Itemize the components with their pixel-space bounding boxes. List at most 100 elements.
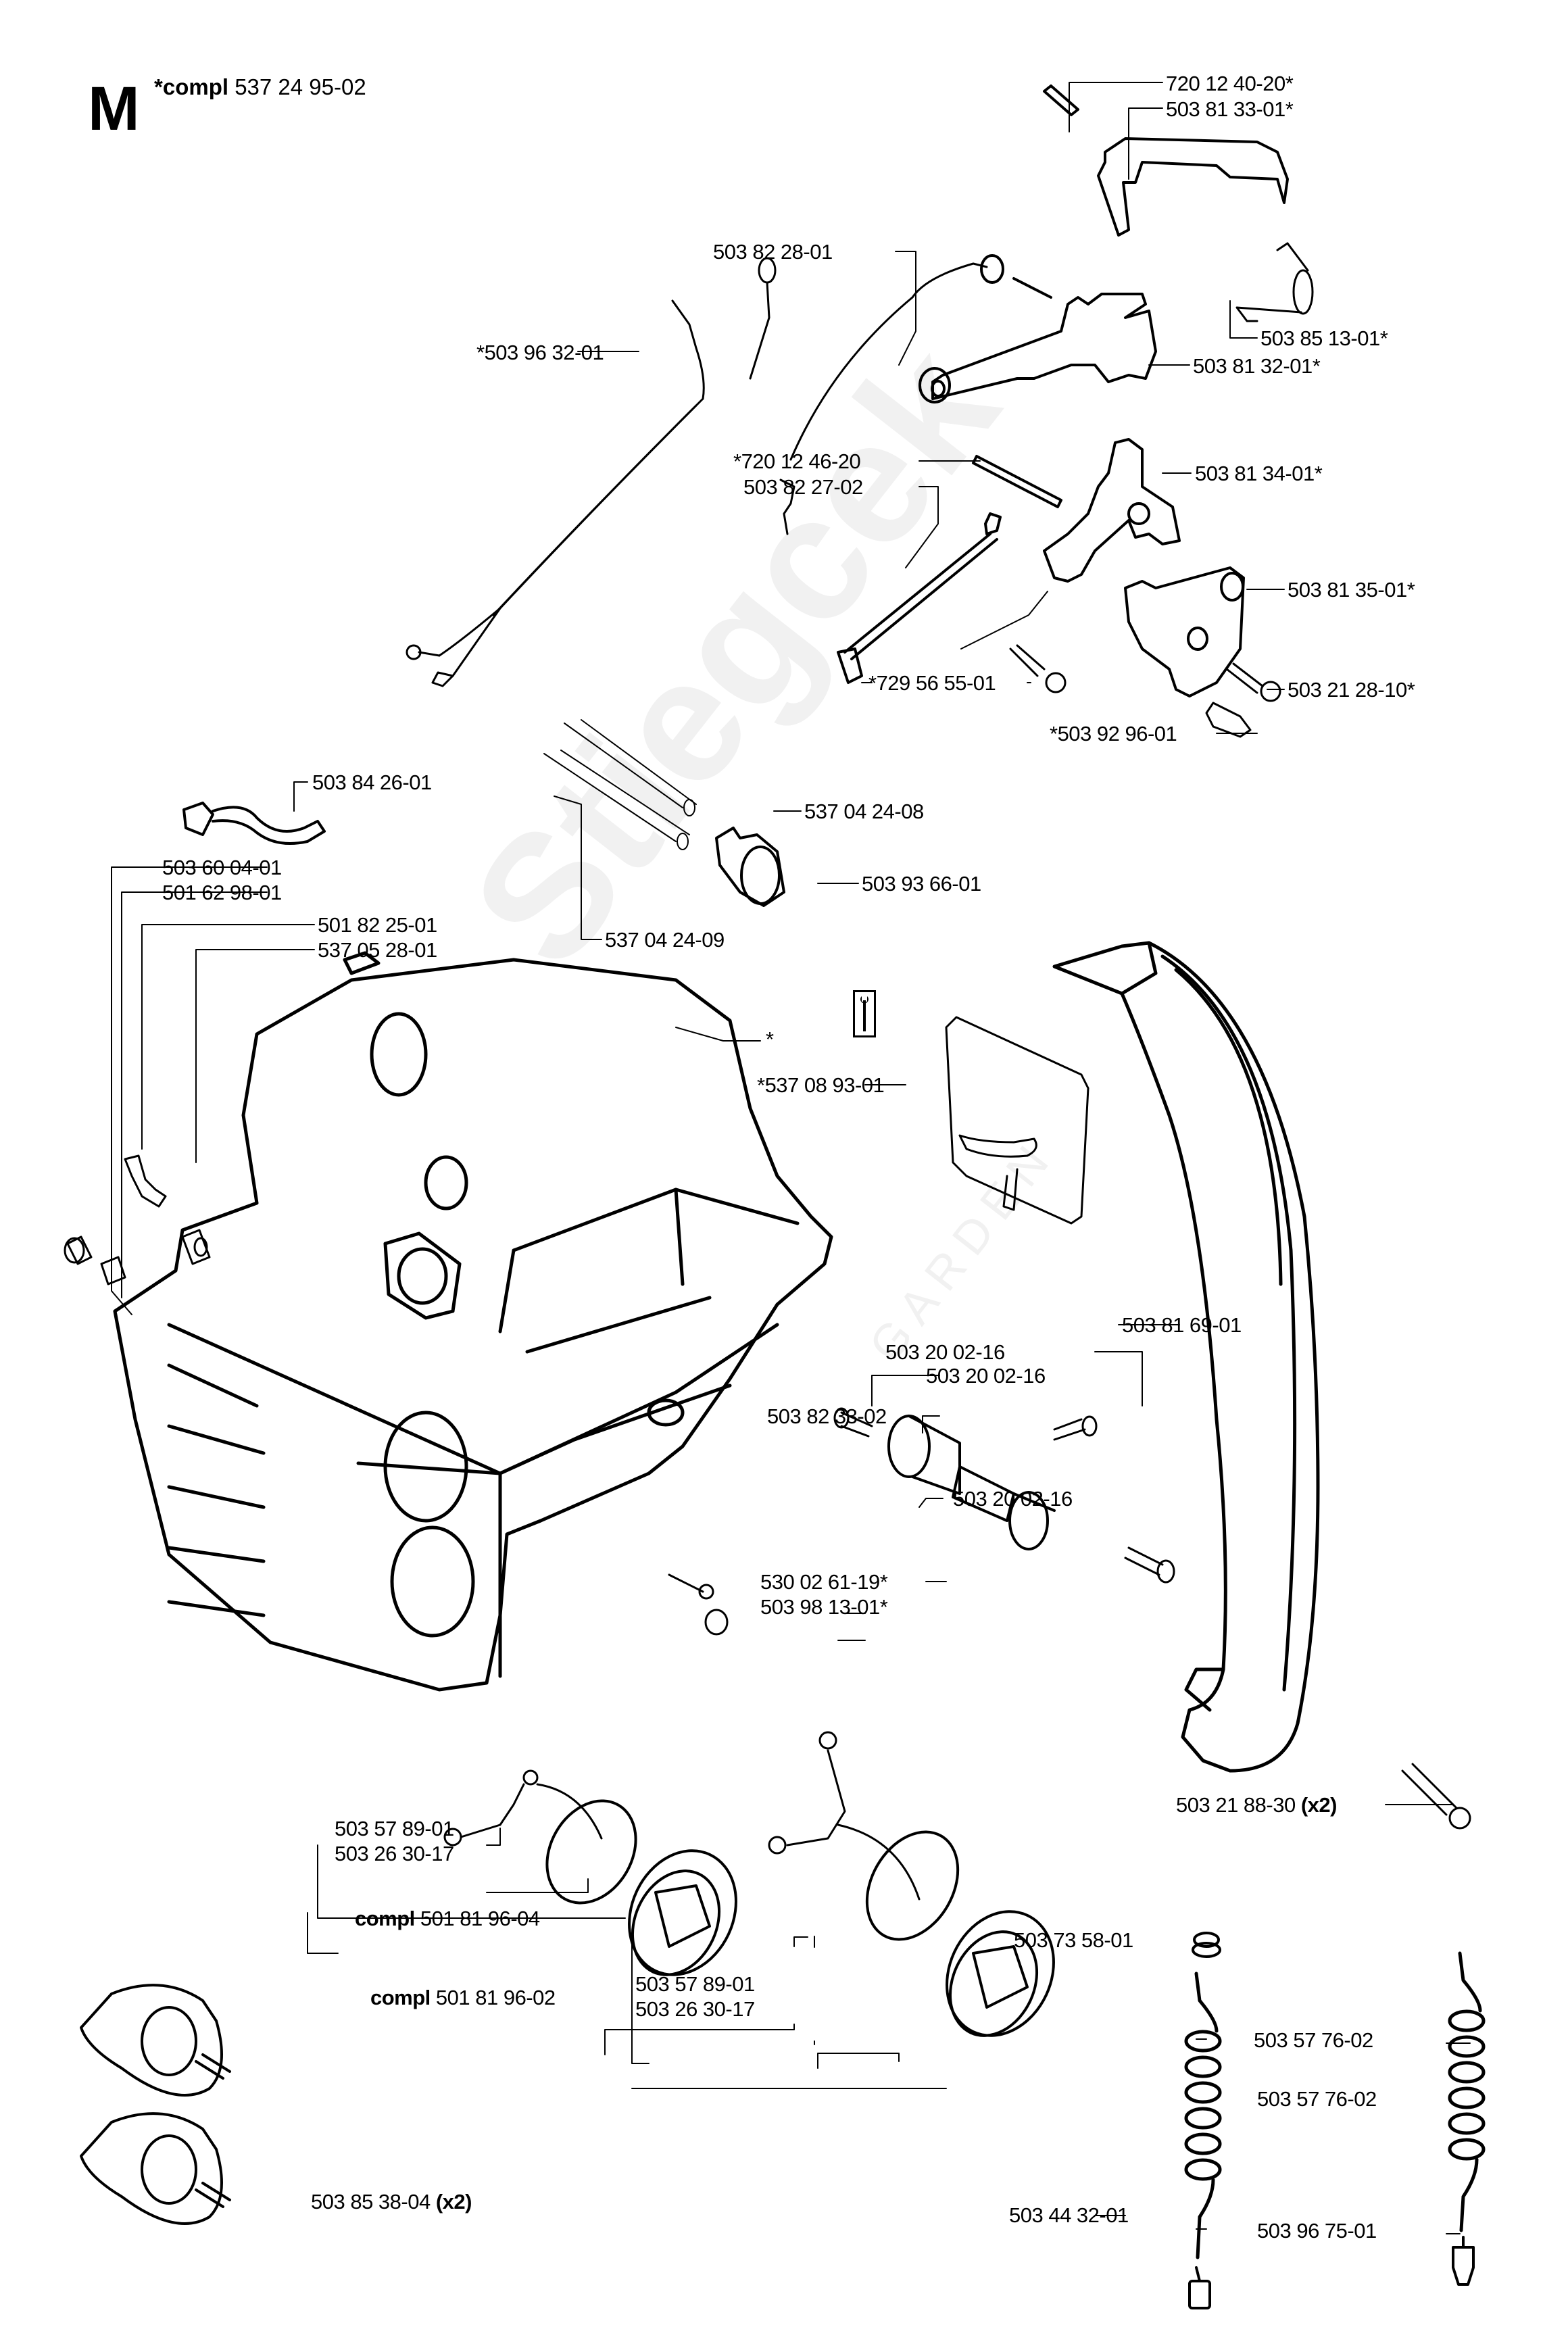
fuel-hose-537-04-24-09	[543, 750, 690, 850]
wire-harness-503-96-32-01	[406, 257, 777, 687]
part-label[interactable]: *503 96 32-01	[476, 341, 604, 364]
spring-503-85-13-01	[1235, 242, 1314, 322]
part-label[interactable]: 501 62 98-01	[162, 881, 282, 904]
valve-503-60-04-01	[64, 1235, 93, 1265]
part-label[interactable]: 503 93 66-01	[862, 872, 981, 896]
fitting-501-62-98-01	[100, 1256, 126, 1286]
part-label[interactable]: 503 26 30-17	[335, 1842, 454, 1865]
part-label[interactable]: 503 57 76-02	[1254, 2028, 1373, 2052]
part-label[interactable]: 503 82 28-01	[713, 240, 833, 264]
choke-bracket-503-81-35-01	[1124, 566, 1245, 698]
fuel-hose-537-04-24-08	[564, 719, 697, 816]
part-label[interactable]: 503 85 13-01*	[1260, 326, 1388, 350]
part-label[interactable]: *503 92 96-01	[1050, 722, 1177, 745]
part-number: 501 81 96-02	[435, 1986, 556, 2009]
cap-503-98-13-01	[704, 1609, 729, 1636]
av-buffer-503-85-38-04-b	[80, 2112, 231, 2225]
part-label-with-qty[interactable]: 503 85 38-04 (x2)	[311, 2191, 472, 2212]
part-label[interactable]: 503 57 89-01	[335, 1817, 454, 1840]
screw-503-21-88-30	[1401, 1763, 1471, 1830]
part-label[interactable]: 503 20 02-16	[926, 1364, 1046, 1388]
strap-503-57-89-01-a	[443, 1769, 603, 1846]
part-label[interactable]: *729 56 55-01	[868, 671, 996, 695]
screw-530-02-61-19	[668, 1573, 714, 1600]
bushing-537-05-28-01	[181, 1229, 211, 1265]
part-label[interactable]: 503 44 32-01	[1009, 2203, 1129, 2227]
part-label[interactable]: 503 84 26-01	[312, 770, 432, 794]
part-label[interactable]: 503 98 13-01*	[760, 1595, 888, 1619]
part-label[interactable]: 503 81 69-01	[1122, 1313, 1242, 1337]
fuel-filter-503-44-32-01	[1188, 2266, 1211, 2309]
part-label[interactable]: 501 82 25-01	[318, 913, 437, 937]
part-label[interactable]: 503 60 04-01	[162, 856, 282, 879]
oring-503-26-30-17-a	[545, 1799, 637, 1905]
throttle-lockout-503-81-33-01	[1097, 137, 1289, 237]
part-label[interactable]: 537 04 24-08	[804, 800, 924, 823]
choke-rod-503-82-27-02	[837, 512, 1002, 684]
part-label[interactable]: 503 57 89-01	[635, 1972, 755, 1996]
part-label[interactable]: 720 12 40-20*	[1166, 72, 1294, 95]
part-label[interactable]: *537 08 93-01	[757, 1073, 885, 1097]
part-label[interactable]: *720 12 46-20	[733, 449, 861, 473]
part-label-with-qty[interactable]: 503 21 88-30 (x2)	[1176, 1794, 1337, 1815]
screw-503-20-02-16-c	[1124, 1546, 1175, 1584]
part-label[interactable]: 503 20 02-16	[953, 1487, 1073, 1511]
grommet-503-73-58-01	[1192, 1932, 1221, 1958]
part-label[interactable]: 503 82 33-02	[767, 1404, 887, 1428]
part-label[interactable]: 503 21 28-10*	[1288, 678, 1415, 702]
fuel-hose-coil-503-57-76-02-a	[1184, 1972, 1222, 2259]
part-label[interactable]: 503 81 33-01*	[1166, 97, 1294, 121]
assembly-prefix: *compl	[154, 74, 229, 99]
qty: (x2)	[1300, 1793, 1338, 1817]
kit-prefix: compl	[355, 1907, 415, 1930]
throttle-trigger-503-81-32-01	[918, 254, 1157, 403]
screw-729-56-55-01	[1009, 644, 1067, 693]
filter-cover-537-08-93-01	[945, 1016, 1089, 1225]
plug-503-92-96-01	[1205, 702, 1252, 738]
part-number: 503 85 38-04	[311, 2190, 431, 2213]
part-label[interactable]: 503 26 30-17	[635, 1997, 755, 2021]
part-label[interactable]: 537 04 24-09	[605, 928, 725, 952]
section-letter: M	[88, 74, 140, 143]
pin-720-12-40-20	[1043, 84, 1079, 116]
kit-label[interactable]: compl 501 81 96-04	[355, 1908, 540, 1929]
part-label[interactable]: 503 96 75-01	[1257, 2219, 1377, 2243]
qty: (x2)	[435, 2190, 472, 2213]
part-label[interactable]: 503 20 02-16	[885, 1340, 1005, 1364]
pin-720-12-46-20	[972, 455, 1062, 508]
cap-501-81-96-04	[628, 1849, 737, 1976]
kit-label[interactable]: compl 501 81 96-02	[370, 1987, 556, 2008]
primer-bulb-503-93-66-01	[715, 827, 785, 907]
cable-503-82-28-01	[779, 262, 988, 535]
kit-prefix: compl	[370, 1986, 431, 2009]
grommet-503-84-26-01	[182, 802, 326, 846]
strap-503-57-89-01-b	[768, 1731, 921, 1901]
part-number: 501 81 96-04	[420, 1907, 540, 1930]
oring-503-26-30-17-b	[865, 1830, 960, 1941]
choke-lever-503-81-34-01	[1043, 438, 1181, 583]
part-label[interactable]: 503 81 35-01*	[1288, 578, 1415, 602]
part-label[interactable]: 530 02 61-19*	[760, 1570, 888, 1594]
wrench-icon	[853, 990, 876, 1037]
part-label[interactable]: 503 81 32-01*	[1193, 354, 1321, 378]
part-label[interactable]: 537 05 28-01	[318, 938, 437, 962]
fuel-filter-503-96-75-01	[1452, 2236, 1475, 2286]
cap-501-81-96-02	[946, 1910, 1055, 2037]
tank-housing	[113, 951, 833, 1692]
part-label[interactable]: 503 82 27-02	[743, 475, 863, 499]
av-element-503-82-33-02	[887, 1415, 1056, 1550]
part-label[interactable]: 503 57 76-02	[1257, 2087, 1377, 2111]
screw-503-21-28-10	[1225, 662, 1281, 702]
leader-lines	[111, 82, 1471, 2234]
part-label[interactable]: *	[766, 1027, 774, 1051]
fuel-hose-coil-503-57-76-02-b	[1448, 1951, 1486, 2232]
front-handle-503-81-69-01	[1052, 941, 1320, 1773]
elbow-501-82-25-01	[124, 1154, 167, 1208]
assembly-number: 537 24 95-02	[235, 74, 366, 99]
part-label[interactable]: 503 81 34-01*	[1195, 462, 1323, 485]
screw-503-20-02-16-b	[1053, 1415, 1098, 1441]
part-number: 503 21 88-30	[1176, 1793, 1296, 1817]
part-label[interactable]: 503 73 58-01	[1014, 1928, 1133, 1952]
screw-503-20-02-16-a	[833, 1407, 873, 1438]
